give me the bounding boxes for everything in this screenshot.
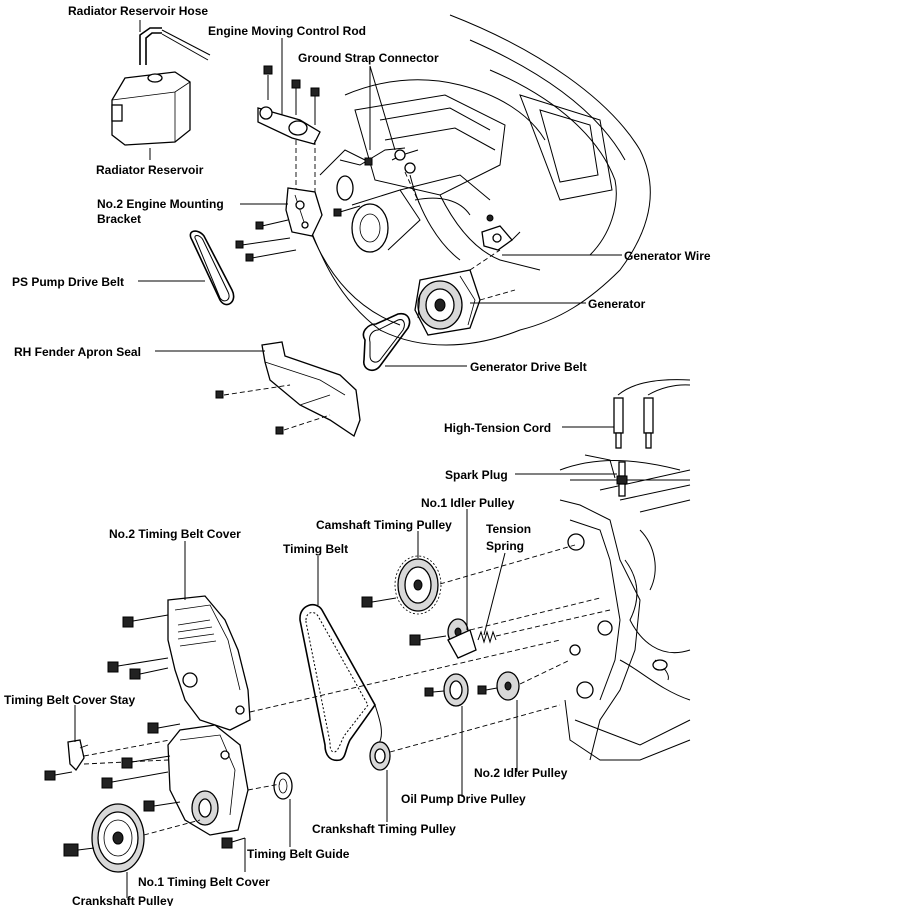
timing-belt-guide bbox=[273, 772, 293, 800]
engine-moving-control-rod bbox=[257, 65, 321, 195]
label-tension-spring-line2: Spring bbox=[486, 539, 524, 553]
label-camshaft-timing-pulley: Camshaft Timing Pulley bbox=[316, 518, 452, 532]
label-timing-belt-guide: Timing Belt Guide bbox=[247, 847, 350, 861]
label-generator-drive-belt: Generator Drive Belt bbox=[470, 360, 587, 374]
label-generator: Generator bbox=[588, 297, 646, 311]
label-ground-strap-connector: Ground Strap Connector bbox=[298, 51, 439, 65]
label-radiator-reservoir-hose: Radiator Reservoir Hose bbox=[68, 4, 208, 18]
label-high-tension-cord: High-Tension Cord bbox=[444, 421, 551, 435]
label-timing-belt-cover-stay: Timing Belt Cover Stay bbox=[4, 693, 135, 707]
no2-idler-pulley bbox=[477, 659, 571, 701]
ground-strap-connector bbox=[339, 147, 421, 206]
label-timing-belt: Timing Belt bbox=[283, 542, 348, 556]
camshaft-timing-pulley bbox=[361, 544, 576, 615]
generator-drive-belt bbox=[362, 312, 411, 372]
rh-fender-apron-seal bbox=[215, 341, 361, 437]
cover-grille bbox=[177, 619, 217, 647]
radiator-reservoir bbox=[111, 71, 191, 160]
no1-idler-pulley bbox=[409, 597, 601, 659]
radiator-reservoir-hose bbox=[139, 27, 211, 65]
leader-lines bbox=[74, 20, 622, 898]
label-no2-engine-mounting-bracket: No.2 Engine Mounting bbox=[97, 197, 224, 211]
engine-bay-outline bbox=[299, 14, 651, 346]
label-generator-wire: Generator Wire bbox=[624, 249, 711, 263]
label-no1-timing-belt-cover: No.1 Timing Belt Cover bbox=[138, 875, 270, 889]
label-ps-pump-drive-belt: PS Pump Drive Belt bbox=[12, 275, 124, 289]
part-labels: Radiator Reservoir Hose Engine Moving Co… bbox=[4, 4, 711, 906]
generator-wire bbox=[481, 214, 521, 251]
ps-pump-drive-belt bbox=[189, 230, 235, 306]
tension-spring bbox=[477, 609, 611, 644]
no2-engine-mounting-bracket bbox=[235, 187, 361, 262]
label-crankshaft-pulley: Crankshaft Pulley bbox=[72, 894, 174, 906]
timing-belt bbox=[299, 603, 382, 762]
label-spark-plug: Spark Plug bbox=[445, 468, 508, 482]
spark-plug bbox=[616, 461, 628, 497]
engine-block-right bbox=[559, 454, 691, 761]
label-tension-spring: Tension bbox=[486, 522, 531, 536]
label-crankshaft-timing-pulley: Crankshaft Timing Pulley bbox=[312, 822, 456, 836]
oil-pump-drive-pulley bbox=[424, 673, 469, 707]
generator bbox=[414, 249, 516, 336]
label-no2-idler-pulley: No.2 Idler Pulley bbox=[474, 766, 568, 780]
high-tension-cord bbox=[613, 379, 691, 449]
label-no1-idler-pulley: No.1 Idler Pulley bbox=[421, 496, 515, 510]
label-rh-fender-apron-seal: RH Fender Apron Seal bbox=[14, 345, 141, 359]
no2-timing-belt-cover bbox=[107, 595, 561, 734]
no1-timing-belt-cover bbox=[101, 724, 281, 849]
crankshaft-timing-pulley bbox=[369, 704, 561, 771]
crankshaft-pulley bbox=[63, 803, 201, 873]
label-oil-pump-drive-pulley: Oil Pump Drive Pulley bbox=[401, 792, 526, 806]
timing-belt-cover-stay bbox=[44, 739, 171, 781]
label-radiator-reservoir: Radiator Reservoir bbox=[96, 163, 204, 177]
label-no2-engine-mounting-bracket-line2: Bracket bbox=[97, 212, 141, 226]
label-engine-moving-control-rod: Engine Moving Control Rod bbox=[208, 24, 366, 38]
label-no2-timing-belt-cover: No.2 Timing Belt Cover bbox=[109, 527, 241, 541]
